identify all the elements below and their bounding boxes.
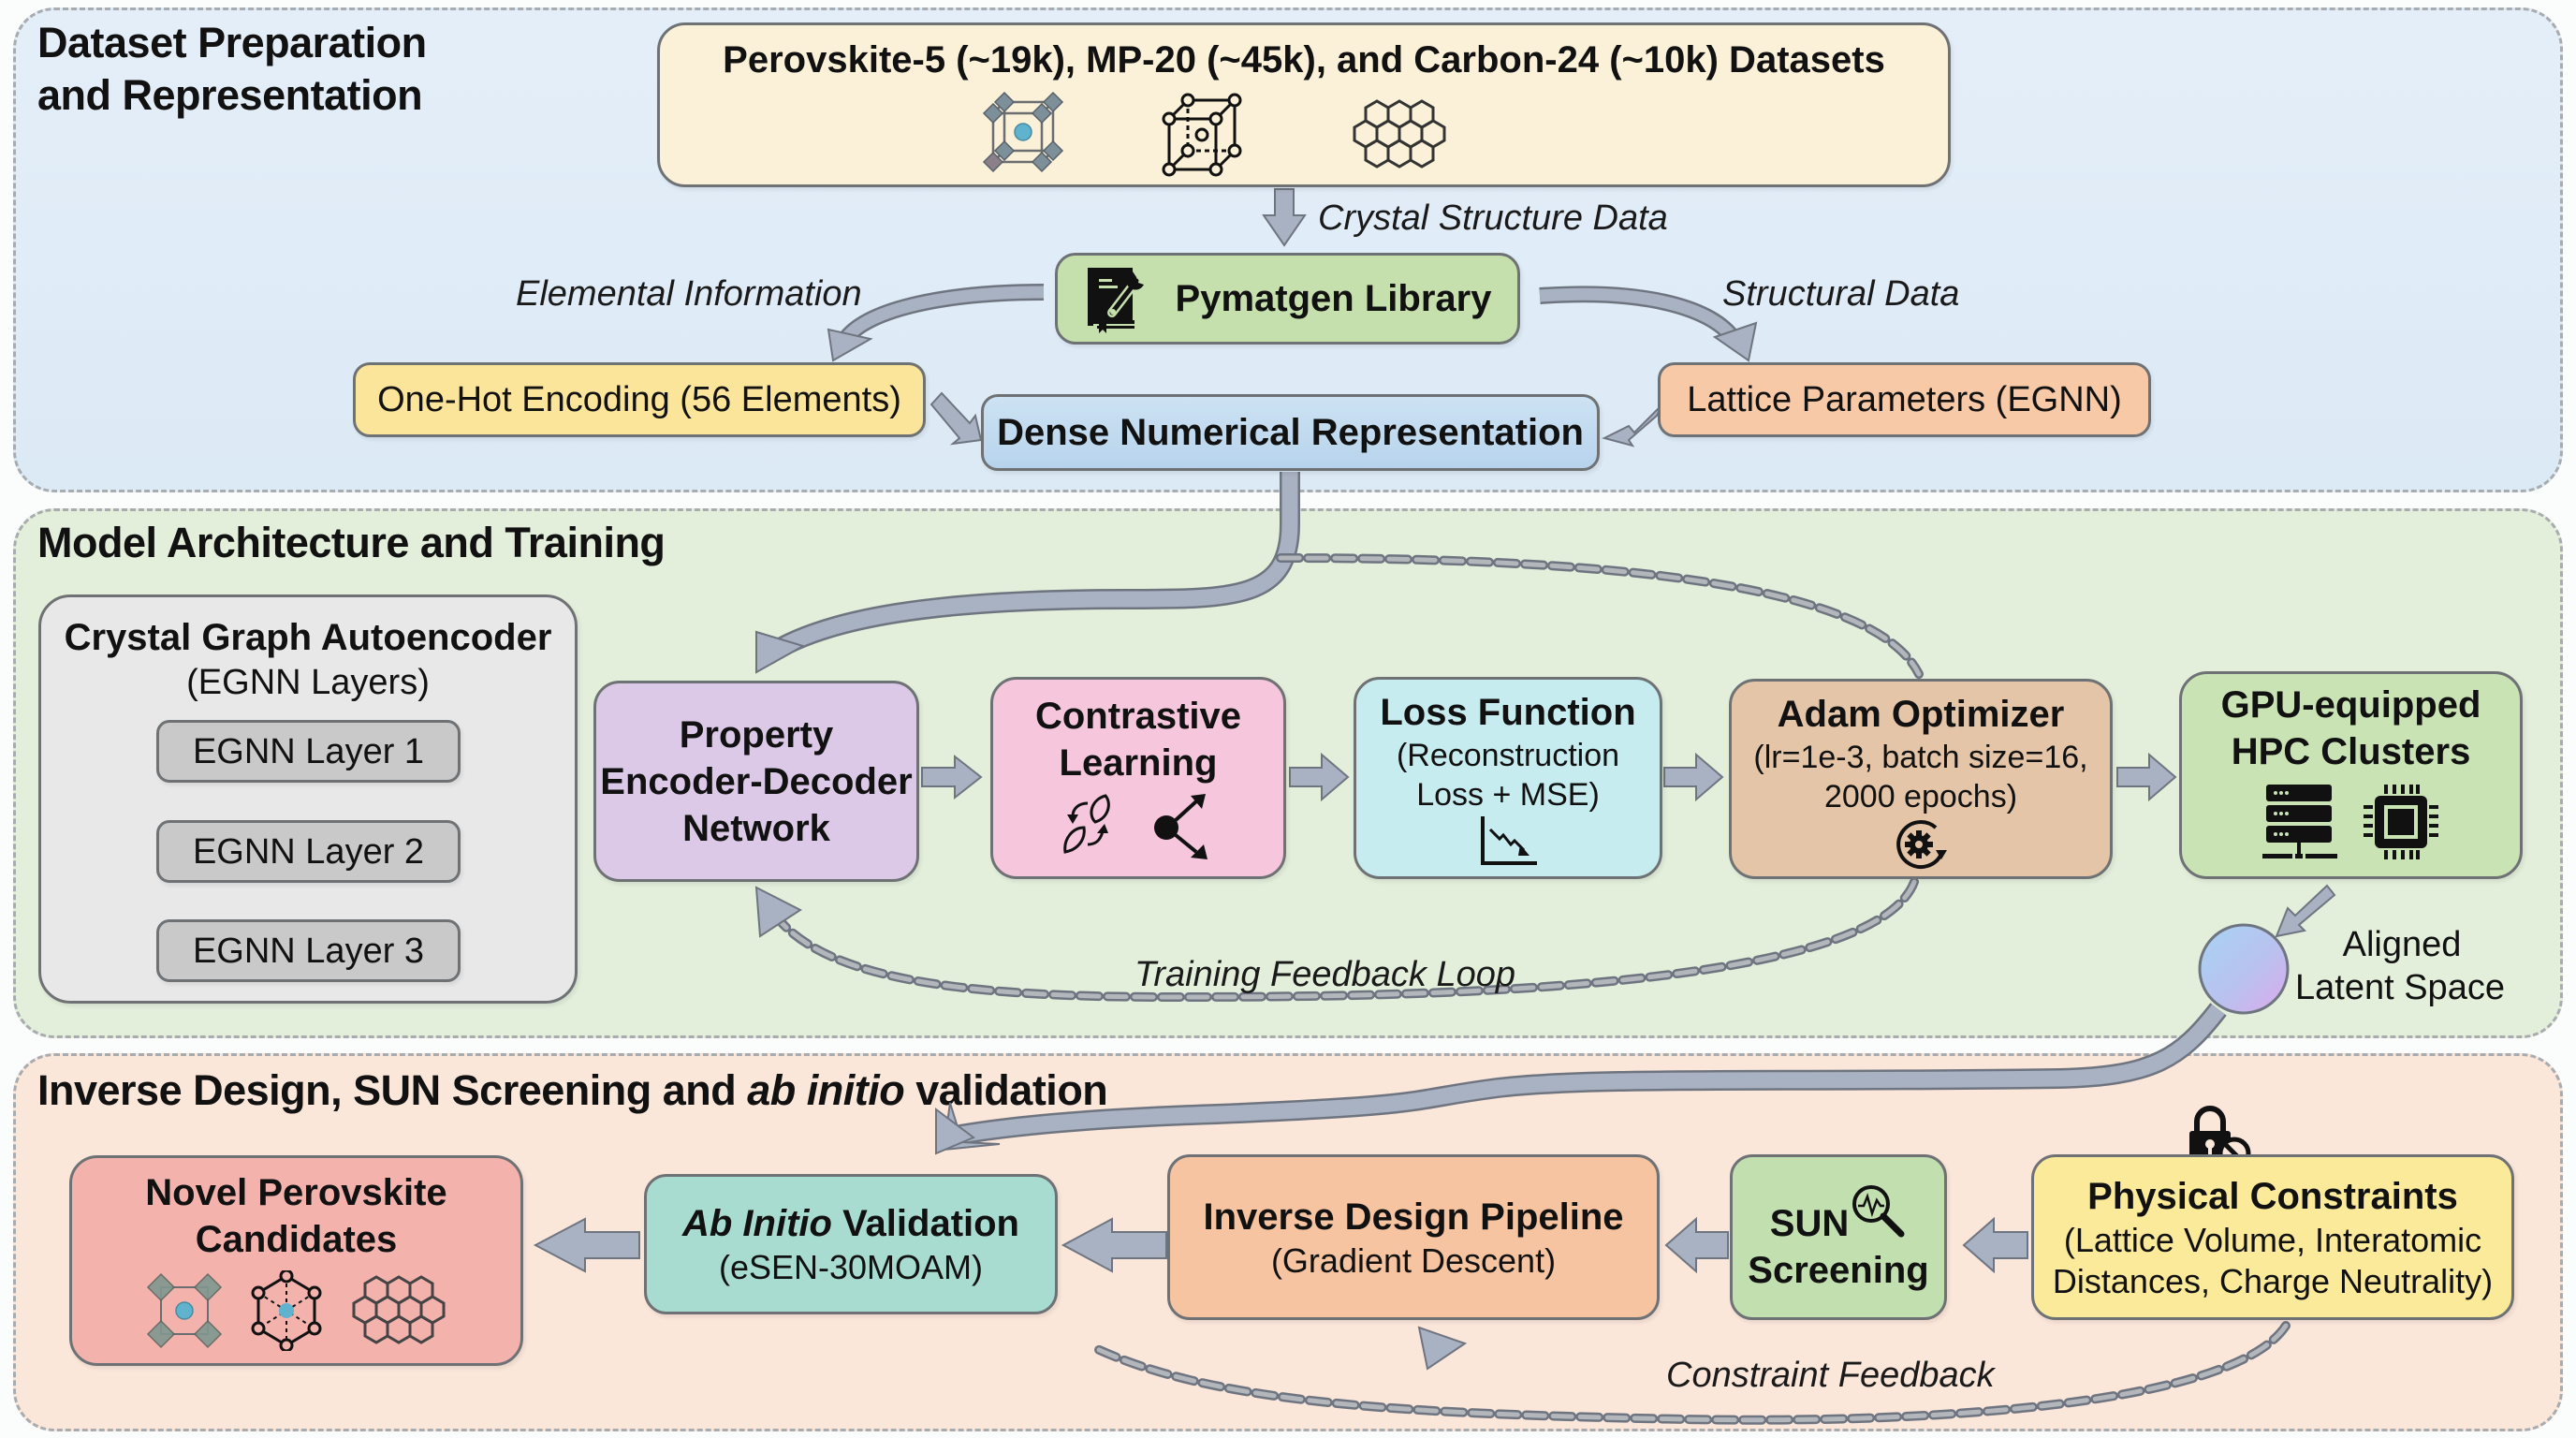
aligned-latent-space-label: Aligned Latent Space bbox=[2295, 923, 2505, 1009]
egnn-layer-label: EGNN Layer 1 bbox=[192, 731, 425, 771]
one-hot-encoding-label: One-Hot Encoding (56 Elements) bbox=[377, 380, 901, 419]
dense-representation-box: Dense Numerical Representation bbox=[981, 394, 1600, 471]
property-line: Network bbox=[682, 807, 830, 849]
adam-line: (lr=1e-3, batch size=16, bbox=[1753, 740, 2088, 775]
perovskite-structure-icon bbox=[146, 1272, 222, 1349]
property-encoder-decoder-box: Property Encoder-Decoder Network bbox=[593, 681, 919, 882]
egnn-layer-label: EGNN Layer 3 bbox=[192, 931, 425, 971]
adam-line: 2000 epochs) bbox=[1823, 779, 2018, 814]
carbon-hexagonal-lattice-icon bbox=[352, 1275, 445, 1344]
loss-line: (Reconstruction bbox=[1396, 738, 1620, 773]
adam-title: Adam Optimizer bbox=[1777, 694, 2065, 735]
section-title-model: Model Architecture and Training bbox=[37, 519, 666, 566]
one-hot-encoding-box: One-Hot Encoding (56 Elements) bbox=[353, 362, 926, 437]
pymatgen-box: Pymatgen Library bbox=[1055, 253, 1520, 345]
physical-constraints-box: Physical Constraints (Lattice Volume, In… bbox=[2031, 1154, 2514, 1320]
adam-optimizer-box: Adam Optimizer (lr=1e-3, batch size=16, … bbox=[1729, 679, 2113, 879]
inverse-design-pipeline-box: Inverse Design Pipeline (Gradient Descen… bbox=[1167, 1154, 1660, 1320]
pipeline-title: Inverse Design Pipeline bbox=[1203, 1196, 1624, 1238]
datasets-box: Perovskite-5 (~19k), MP-20 (~45k), and C… bbox=[657, 22, 1951, 187]
sun-line: Screening bbox=[1748, 1249, 1929, 1291]
constraints-line: (Lattice Volume, Interatomic bbox=[2063, 1220, 2482, 1259]
hexagonal-crystal-icon bbox=[251, 1270, 321, 1351]
egnn-layer-1: EGNN Layer 1 bbox=[156, 720, 461, 783]
gpu-icons bbox=[2261, 783, 2440, 861]
constraint-feedback-label: Constraint Feedback bbox=[1666, 1356, 1995, 1395]
pymatgen-label: Pymatgen Library bbox=[1175, 278, 1492, 319]
book-wrench-icon bbox=[1087, 268, 1144, 333]
constraints-line: Distances, Charge Neutrality) bbox=[2052, 1261, 2494, 1300]
latent-line: Aligned bbox=[2342, 925, 2462, 964]
structural-data-label: Structural Data bbox=[1722, 274, 1960, 314]
pipeline-subtitle: (Gradient Descent) bbox=[1270, 1240, 1557, 1280]
section-title-line: Dataset Preparation bbox=[37, 19, 427, 66]
perovskite-structure-icon bbox=[982, 91, 1064, 173]
novel-icon-row bbox=[144, 1270, 449, 1351]
lattice-parameters-box: Lattice Parameters (EGNN) bbox=[1658, 362, 2151, 437]
loss-function-box: Loss Function (Reconstruction Loss + MSE… bbox=[1354, 677, 1662, 879]
section-title-dataset: Dataset Preparation and Representation bbox=[37, 17, 427, 122]
gpu-line: GPU-equipped bbox=[2220, 684, 2481, 726]
egnn-layer-label: EGNN Layer 2 bbox=[192, 831, 425, 872]
datasets-icon-row bbox=[976, 91, 1463, 181]
crystal-graph-autoencoder-box: Crystal Graph Autoencoder (EGNN Layers) bbox=[38, 594, 578, 1004]
property-line: Encoder-Decoder bbox=[600, 760, 913, 802]
egnn-layer-3: EGNN Layer 3 bbox=[156, 919, 461, 982]
novel-line: Candidates bbox=[195, 1219, 398, 1260]
contrastive-line: Learning bbox=[1059, 742, 1218, 784]
magnifier-waveform-icon bbox=[1852, 1184, 1905, 1237]
gpu-hpc-clusters-box: GPU-equipped HPC Clusters bbox=[2179, 671, 2523, 879]
elemental-information-label: Elemental Information bbox=[516, 274, 862, 314]
constraints-title: Physical Constraints bbox=[2087, 1175, 2458, 1217]
sun-screening-box: SUN Screening bbox=[1730, 1154, 1947, 1320]
novel-perovskite-candidates-box: Novel Perovskite Candidates bbox=[69, 1155, 523, 1366]
section-title-inverse: Inverse Design, SUN Screening and ab ini… bbox=[37, 1064, 1108, 1117]
sun-line: SUN bbox=[1769, 1202, 1850, 1244]
lattice-parameters-label: Lattice Parameters (EGNN) bbox=[1687, 380, 2122, 419]
loss-title: Loss Function bbox=[1380, 692, 1636, 733]
title-italic-text: ab initio bbox=[747, 1066, 905, 1114]
section-title-line: and Representation bbox=[37, 71, 423, 119]
cubic-lattice-icon bbox=[1162, 93, 1242, 177]
autoencoder-subtitle: (EGNN Layers) bbox=[186, 663, 430, 702]
title-text: validation bbox=[904, 1066, 1108, 1114]
training-feedback-loop-label: Training Feedback Loop bbox=[1134, 955, 1515, 994]
ab-initio-subtitle: (eSEN-30MOAM) bbox=[718, 1248, 984, 1286]
ab-initio-title: Ab Initio Validation bbox=[682, 1200, 1019, 1247]
decreasing-loss-chart-icon bbox=[1481, 816, 1537, 865]
title-text: Inverse Design, SUN Screening and bbox=[37, 1066, 748, 1114]
ab-initio-validation-box: Ab Initio Validation (eSEN-30MOAM) bbox=[644, 1174, 1058, 1314]
chip-icon bbox=[2363, 785, 2438, 859]
contrastive-learning-box: Contrastive Learning bbox=[990, 677, 1286, 879]
crystal-structure-data-label: Crystal Structure Data bbox=[1318, 198, 1668, 238]
datasets-title: Perovskite-5 (~19k), MP-20 (~45k), and C… bbox=[723, 39, 1885, 81]
contrastive-line: Contrastive bbox=[1034, 696, 1242, 737]
server-rack-icon bbox=[2261, 785, 2337, 858]
carbon-hexagonal-lattice-icon bbox=[1353, 99, 1446, 169]
ab-initio-rest: Validation bbox=[831, 1203, 1019, 1244]
autoencoder-title: Crystal Graph Autoencoder bbox=[64, 617, 552, 658]
dense-representation-label: Dense Numerical Representation bbox=[997, 412, 1584, 453]
latent-line: Latent Space bbox=[2295, 968, 2505, 1007]
property-line: Property bbox=[679, 713, 834, 756]
novel-line: Novel Perovskite bbox=[145, 1172, 447, 1213]
gear-cycle-icon bbox=[1896, 820, 1947, 870]
contrastive-pairs-icon bbox=[1063, 794, 1208, 859]
loss-line: Loss + MSE) bbox=[1416, 777, 1600, 813]
egnn-layer-2: EGNN Layer 2 bbox=[156, 820, 461, 883]
sun-row: SUN bbox=[1770, 1181, 1907, 1247]
gpu-line: HPC Clusters bbox=[2231, 731, 2471, 772]
ab-initio-italic: Ab Initio bbox=[681, 1203, 832, 1244]
